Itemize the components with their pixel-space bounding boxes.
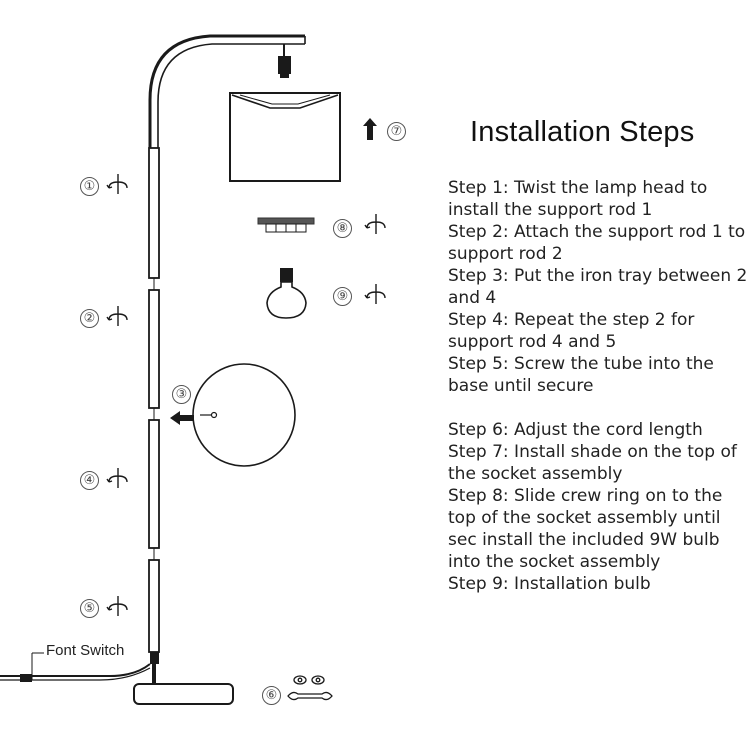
arrow-up-icon [363, 118, 377, 140]
step-label: Step 2: [448, 222, 509, 242]
step-3: Step 3: Put the iron tray between 2 and … [448, 265, 748, 309]
support-rods [148, 147, 160, 653]
callout-6: ⑥ [262, 686, 281, 705]
callout-1: ① [80, 177, 99, 196]
callout-5: ⑤ [80, 599, 99, 618]
font-switch-label: Font Switch [46, 642, 125, 659]
lamp-base [133, 683, 234, 705]
step-label: Step 4: [448, 310, 509, 330]
step-1: Step 1: Twist the lamp head to install t… [448, 177, 748, 221]
bulb-icon [266, 268, 307, 319]
step-label: Step 8: [448, 486, 509, 506]
power-cord [0, 663, 151, 677]
step-text: Slide crew ring on to the top of the soc… [448, 486, 723, 572]
arrow-left-icon [170, 411, 194, 425]
step-5: Step 5: Screw the tube into the base unt… [448, 353, 748, 397]
step-text: Put the iron tray between 2 and 4 [448, 266, 748, 308]
step-4: Step 4: Repeat the step 2 for support ro… [448, 309, 748, 353]
callout-2: ② [80, 309, 99, 328]
callout-7: ⑦ [387, 122, 406, 141]
step-label: Step 5: [448, 354, 509, 374]
installation-steps-list: Step 1: Twist the lamp head to install t… [448, 177, 748, 595]
step-text: Twist the lamp head to install the suppo… [448, 178, 708, 220]
step-7: Step 7: Install shade on the top of the … [448, 441, 748, 485]
step-label: Step 6: [448, 420, 509, 440]
step-label: Step 3: [448, 266, 509, 286]
step-9: Step 9: Installation bulb [448, 573, 748, 595]
step-text: Repeat the step 2 for support rod 4 and … [448, 310, 695, 352]
step-text: Installation bulb [508, 574, 651, 594]
step-text: Attach the support rod 1 to support rod … [448, 222, 746, 264]
step-text: Adjust the cord length [508, 420, 703, 440]
step-6: Step 6: Adjust the cord length [448, 419, 748, 441]
foot-switch [150, 652, 159, 664]
callout-9: ⑨ [333, 287, 352, 306]
socket-icon [278, 56, 291, 74]
wrench-icon [287, 675, 333, 701]
rotate-icons [106, 174, 386, 616]
step-label: Step 1: [448, 178, 509, 198]
step-label: Step 7: [448, 442, 509, 462]
step-2: Step 2: Attach the support rod 1 to supp… [448, 221, 748, 265]
callout-8: ⑧ [333, 219, 352, 238]
callout-3: ③ [172, 385, 191, 404]
step-8: Step 8: Slide crew ring on to the top of… [448, 485, 748, 573]
callout-4: ④ [80, 471, 99, 490]
lamp-shade [229, 92, 341, 182]
step-text: Install shade on the top of the socket a… [448, 442, 737, 484]
page-title: Installation Steps [470, 116, 695, 148]
crew-ring-icon [257, 217, 315, 233]
step-text: Screw the tube into the base until secur… [448, 354, 714, 396]
lamp-arm-curve [148, 34, 305, 148]
step-label: Step 9: [448, 574, 509, 594]
